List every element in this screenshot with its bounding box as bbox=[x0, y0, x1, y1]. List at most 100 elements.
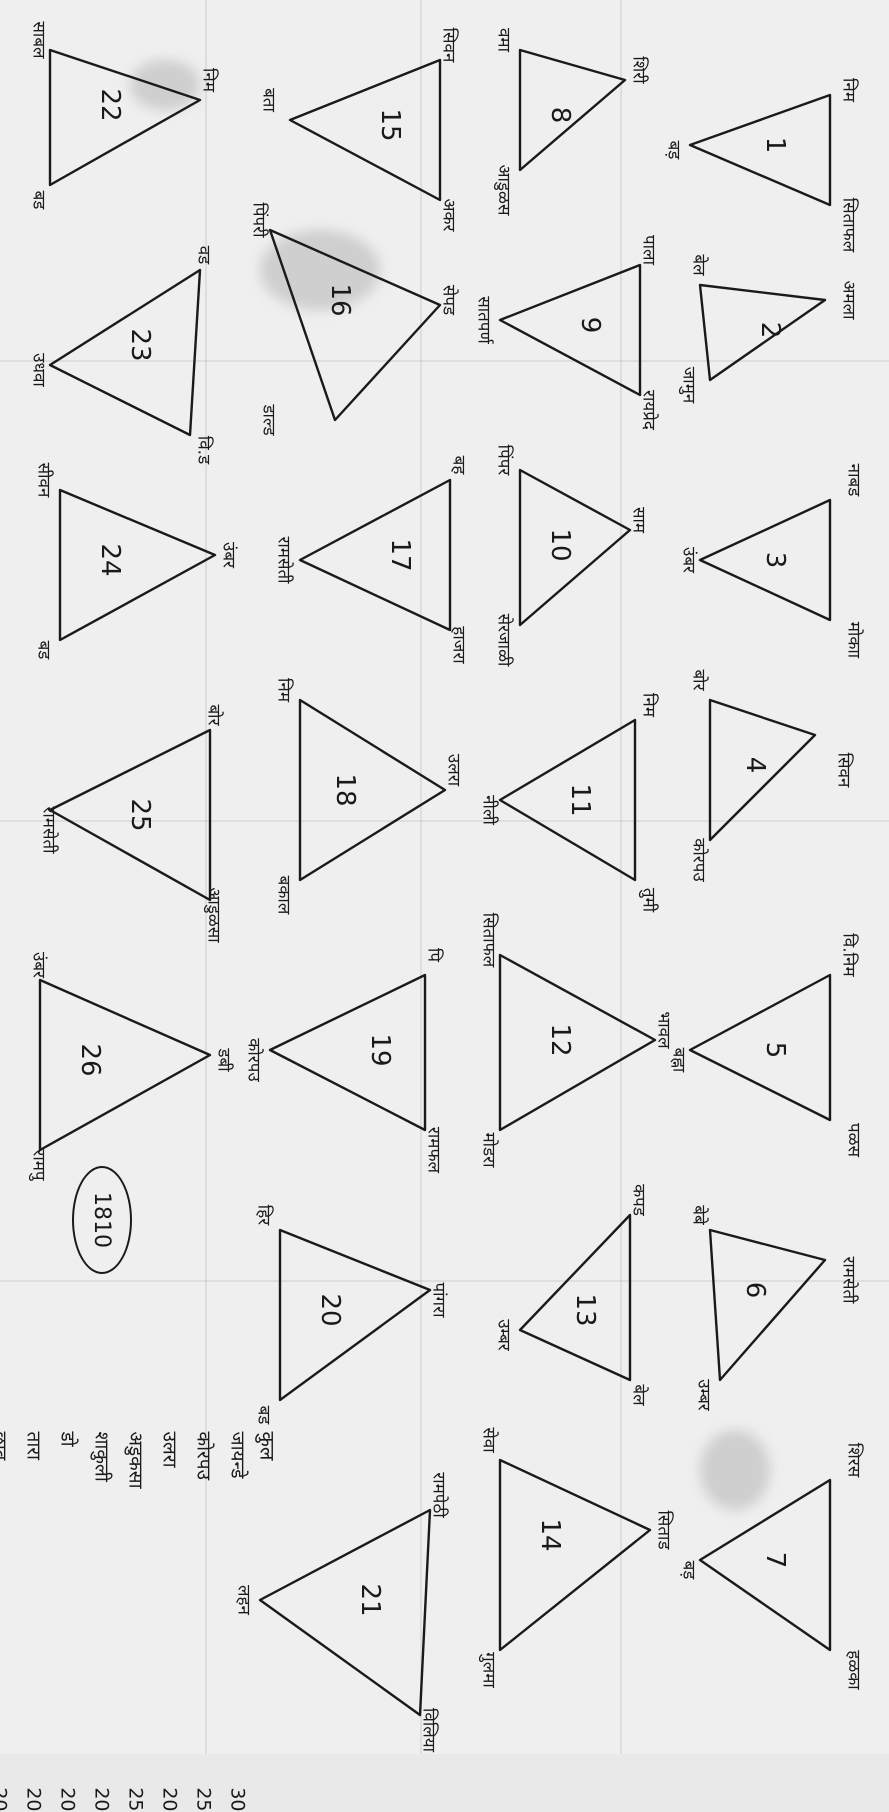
species-label: उंबर bbox=[219, 542, 242, 568]
species-label: सिताफल bbox=[839, 198, 862, 253]
species-label: विलिया bbox=[419, 1708, 442, 1752]
species-label: शिरी bbox=[629, 56, 652, 83]
tally-value: 20 bbox=[153, 1787, 187, 1811]
triangle-number: 8 bbox=[545, 107, 575, 124]
species-label: पि bbox=[424, 948, 447, 962]
triangle-number: 5 bbox=[760, 1042, 790, 1059]
tally-value: 25 bbox=[187, 1787, 221, 1811]
species-label: बकाल bbox=[274, 876, 297, 915]
triangle-number: 21 bbox=[355, 1583, 385, 1616]
species-label: वि.निम bbox=[839, 933, 862, 976]
species-label: साबल bbox=[29, 21, 52, 58]
circled-total-value: 1810 bbox=[90, 1192, 115, 1248]
triangle-number: 2 bbox=[755, 322, 785, 339]
tally-name: जायन्डे bbox=[221, 1432, 255, 1479]
tally-value: 20 bbox=[85, 1787, 119, 1811]
species-label: उंबर bbox=[679, 547, 702, 573]
species-label: बोर bbox=[689, 669, 712, 690]
species-label: डाल्ड bbox=[259, 404, 282, 435]
species-label: बड bbox=[34, 641, 57, 660]
triangle-number: 1 bbox=[760, 137, 790, 154]
species-label: मोकाा bbox=[844, 622, 867, 658]
triangle-number: 9 bbox=[575, 317, 605, 334]
species-label: बता bbox=[259, 88, 282, 112]
triangle-number: 11 bbox=[565, 783, 595, 816]
tally-value: 20 bbox=[17, 1787, 51, 1811]
species-label: रामसेती bbox=[839, 1256, 862, 1303]
species-label: मोडरा bbox=[479, 1132, 502, 1167]
species-label: बोर bbox=[204, 704, 227, 725]
species-label: पिंपर bbox=[494, 445, 517, 476]
species-label: सिवन bbox=[834, 753, 857, 788]
tally-row: कोरपउ25 bbox=[187, 1432, 221, 1812]
species-label: अमला bbox=[839, 280, 862, 319]
species-label: हाजरा bbox=[449, 626, 472, 663]
species-label: पांगरा bbox=[429, 1283, 452, 1318]
tally-name: उलरा bbox=[153, 1432, 187, 1468]
tally-name: छाव bbox=[0, 1432, 17, 1461]
species-label: कपड bbox=[629, 1184, 652, 1216]
species-label: सातपर्ण bbox=[474, 296, 497, 344]
triangle-number: 26 bbox=[75, 1043, 105, 1076]
species-label: सिताड bbox=[654, 1510, 677, 1549]
species-label: आडुळसा bbox=[204, 887, 227, 942]
tally-name: अडुकसा bbox=[119, 1432, 153, 1489]
species-label: गुलमा bbox=[479, 1652, 502, 1688]
species-label: हिर bbox=[254, 1205, 277, 1225]
species-label: रामसेती bbox=[39, 806, 62, 853]
species-label: नाबड bbox=[844, 464, 867, 497]
species-label: बह bbox=[449, 456, 472, 475]
species-label: तुमी bbox=[639, 888, 662, 912]
triangle-number: 6 bbox=[740, 1282, 770, 1299]
species-label: सेरजाळी bbox=[494, 614, 517, 667]
triangle-number: 15 bbox=[375, 108, 405, 141]
tally-value: 30 bbox=[221, 1787, 255, 1811]
tally-row: तारा20 bbox=[17, 1432, 51, 1812]
triangle-number: 14 bbox=[535, 1518, 565, 1551]
triangle-number: 4 bbox=[740, 757, 770, 774]
tally-name: शाकुली bbox=[85, 1432, 119, 1482]
tally-value: 25 bbox=[119, 1787, 153, 1811]
tally-row: जायन्डे 30 bbox=[221, 1432, 255, 1812]
triangle-number: 19 bbox=[365, 1033, 395, 1066]
species-label: रामफल bbox=[424, 1127, 447, 1173]
species-label: बड bbox=[254, 1406, 277, 1425]
species-label: आडुळस bbox=[494, 165, 517, 216]
species-label: बड bbox=[29, 191, 52, 210]
triangle-number: 24 bbox=[95, 543, 125, 576]
triangle-number: 23 bbox=[125, 328, 155, 361]
triangle-number: 16 bbox=[325, 283, 355, 316]
species-label: निम bbox=[639, 693, 662, 717]
species-label: बेल bbox=[689, 254, 712, 275]
species-label: सेपड bbox=[439, 285, 462, 315]
circled-total-badge: 1810 bbox=[72, 1166, 132, 1274]
species-label: अकर bbox=[439, 199, 462, 232]
species-label: निम bbox=[199, 68, 222, 92]
species-label: उम्बर bbox=[694, 1379, 717, 1411]
triangle-number: 3 bbox=[760, 552, 790, 569]
species-label: रामपु bbox=[29, 1149, 52, 1180]
species-label: सीवन bbox=[34, 463, 57, 498]
tally-row: शाकुली 20 bbox=[85, 1432, 119, 1812]
triangle-number: 13 bbox=[570, 1293, 600, 1326]
tally-row: उलरा 20 bbox=[153, 1432, 187, 1812]
species-label: उम्बर bbox=[494, 1319, 517, 1351]
species-label: साम bbox=[629, 507, 652, 533]
species-label: पाला bbox=[639, 235, 662, 265]
species-label: उंबर bbox=[29, 952, 52, 978]
tally-value: 20 bbox=[0, 1787, 17, 1811]
species-label: बड़ bbox=[679, 1561, 702, 1580]
species-label: निम bbox=[839, 78, 862, 102]
tally-row: अडुकसा 25 bbox=[119, 1432, 153, 1812]
species-label: रायप्रेद bbox=[639, 390, 662, 430]
species-label: नीली bbox=[479, 795, 502, 825]
species-label: जामुन bbox=[679, 367, 702, 404]
species-label: भावल bbox=[654, 1011, 677, 1048]
species-label: कोरपउ bbox=[244, 1038, 267, 1081]
triangle-number: 17 bbox=[385, 538, 415, 571]
triangle-number: 10 bbox=[545, 528, 575, 561]
species-label: कोरपउ bbox=[689, 838, 712, 881]
tally-heading: कुल bbox=[255, 1432, 282, 1812]
triangle-number: 12 bbox=[545, 1023, 575, 1056]
triangle-number: 18 bbox=[330, 773, 360, 806]
